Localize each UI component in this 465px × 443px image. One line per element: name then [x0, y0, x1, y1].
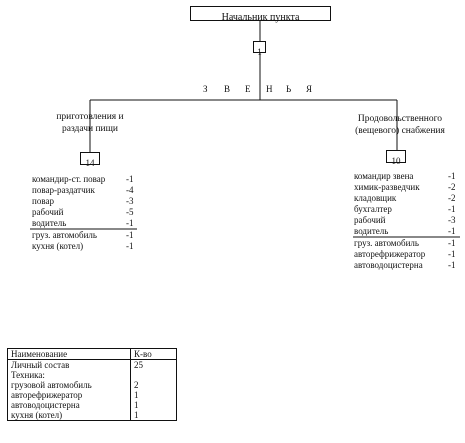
item-qty: -1 — [126, 218, 134, 228]
right-staff-list: командир звена -1 химик-разведчик -2 кладо… — [354, 171, 462, 237]
table-cell-name: Личный состав — [7, 359, 131, 370]
table-cell-qty: 1 — [130, 400, 177, 410]
summary-table: Наименование К-во Личный состав 25 Техни… — [7, 348, 177, 421]
list-item: бухгалтер -1 — [354, 204, 462, 215]
table-cell-name: грузовой автомобиль — [7, 380, 131, 390]
list-item: авторефрижератор -1 — [354, 249, 462, 260]
links-heading: З В Е Н Ь Я — [0, 84, 465, 96]
links-letter: Н — [266, 84, 273, 94]
list-item: командир звена -1 — [354, 171, 462, 182]
table-row: авторефрижератор 1 — [7, 390, 177, 400]
left-equipment-list: груз. автомобиль -1 кухня (котел) -1 — [32, 230, 142, 252]
item-name: водитель — [32, 218, 67, 228]
item-qty: -2 — [448, 182, 456, 192]
table-row: грузовой автомобиль 2 — [7, 380, 177, 390]
item-name: повар-раздатчик — [32, 185, 95, 195]
table-cell-name: автоводоцистерна — [7, 400, 131, 410]
right-unit-title-1: Продовольственного — [357, 114, 443, 124]
links-letter: Е — [245, 84, 251, 94]
table-row: Личный состав 25 — [7, 359, 177, 370]
item-name: химик-разведчик — [354, 182, 420, 192]
head-box: Начальник пункта — [190, 6, 331, 23]
item-name: груз. автомобиль — [32, 230, 97, 240]
item-qty: -1 — [126, 174, 134, 184]
list-item: водитель -1 — [354, 226, 462, 237]
list-item: кладовщик -2 — [354, 193, 462, 204]
item-name: кухня (котел) — [32, 241, 84, 251]
item-name: командир звена — [354, 171, 414, 181]
list-item: автоводоцистерна -1 — [354, 260, 462, 271]
head-count-box: 1 — [253, 41, 266, 57]
item-qty: -1 — [448, 238, 456, 248]
table-cell-name: кухня (котел) — [7, 410, 131, 421]
list-item: повар -3 — [32, 196, 142, 207]
links-letter: Я — [306, 84, 313, 94]
table-cell-qty: 1 — [130, 410, 177, 421]
item-name: кладовщик — [354, 193, 397, 203]
table-header-row: Наименование К-во — [7, 348, 177, 360]
table-header-qty: К-во — [130, 348, 177, 360]
right-unit-count-box: 10 — [386, 150, 406, 166]
item-name: повар — [32, 196, 54, 206]
table-header-name: Наименование — [7, 348, 131, 360]
list-item: повар-раздатчик -4 — [32, 185, 142, 196]
left-unit-count-box: 14 — [80, 152, 100, 168]
right-unit-count: 10 — [391, 156, 401, 166]
item-name: бухгалтер — [354, 204, 392, 214]
left-staff-list: командир-ст. повар -1 повар-раздатчик -4 п… — [32, 174, 142, 229]
item-qty: -5 — [126, 207, 134, 217]
item-qty: -1 — [448, 204, 456, 214]
table-cell-name: Техника: — [7, 370, 131, 380]
item-qty: -1 — [448, 260, 456, 270]
item-qty: -3 — [448, 215, 456, 225]
list-item: кухня (котел) -1 — [32, 241, 142, 252]
item-qty: -1 — [448, 171, 456, 181]
left-unit-title-1: приготовления и — [56, 112, 124, 122]
left-unit-title-2: раздачи пищи — [61, 124, 119, 134]
table-cell-name: авторефрижератор — [7, 390, 131, 400]
list-item: рабочий -5 — [32, 207, 142, 218]
left-unit-count: 14 — [85, 158, 95, 168]
table-row: Техника: — [7, 370, 177, 380]
list-item: водитель -1 — [32, 218, 142, 229]
links-letter: В — [224, 84, 231, 94]
item-qty: -1 — [126, 241, 134, 251]
links-letter: З — [203, 84, 208, 94]
list-item: командир-ст. повар -1 — [32, 174, 142, 185]
item-qty: -2 — [448, 193, 456, 203]
item-name: груз. автомобиль — [354, 238, 419, 248]
item-qty: -1 — [448, 249, 456, 259]
item-name: водитель — [354, 226, 389, 236]
table-row: автоводоцистерна 1 — [7, 400, 177, 410]
right-equipment-list: груз. автомобиль -1 авторефрижератор -1 ав… — [354, 238, 462, 271]
item-name: рабочий — [354, 215, 386, 225]
item-qty: -4 — [126, 185, 134, 195]
list-item: рабочий -3 — [354, 215, 462, 226]
item-qty: -3 — [126, 196, 134, 206]
table-row: кухня (котел) 1 — [7, 410, 177, 421]
list-item: груз. автомобиль -1 — [32, 230, 142, 241]
table-cell-qty: 2 — [130, 380, 177, 390]
links-letter: Ь — [286, 84, 292, 94]
item-qty: -1 — [448, 226, 456, 236]
right-unit-title-2: (вещевого) снабжения — [355, 126, 445, 136]
item-name: рабочий — [32, 207, 64, 217]
item-name: командир-ст. повар — [32, 174, 106, 184]
head-count: 1 — [257, 47, 262, 57]
table-cell-qty: 1 — [130, 390, 177, 400]
item-name: автоводоцистерна — [354, 260, 423, 270]
table-cell-qty — [130, 370, 177, 380]
list-item: груз. автомобиль -1 — [354, 238, 462, 249]
item-name: авторефрижератор — [354, 249, 426, 259]
item-qty: -1 — [126, 230, 134, 240]
head-title: Начальник пункта — [221, 12, 300, 23]
list-item: химик-разведчик -2 — [354, 182, 462, 193]
table-cell-qty: 25 — [130, 359, 177, 370]
